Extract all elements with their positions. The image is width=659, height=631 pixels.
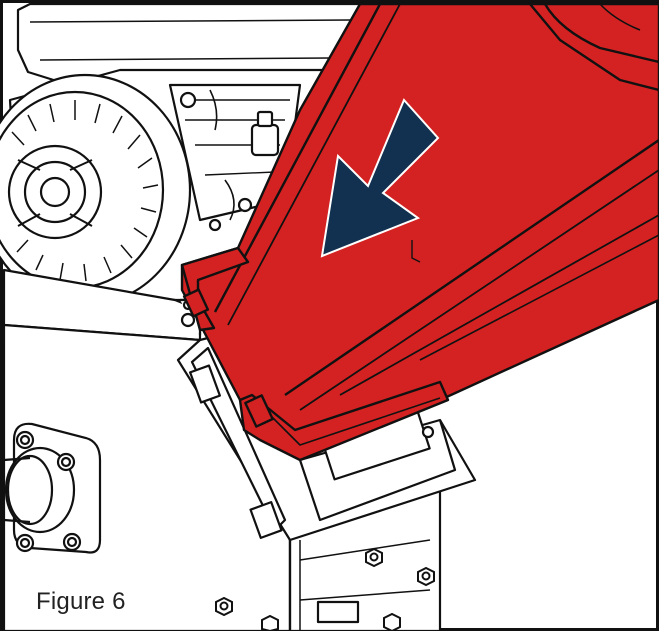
bolt-2	[418, 568, 434, 585]
bolt-3	[216, 598, 232, 615]
bolt-1	[366, 549, 382, 566]
bolt-5	[384, 614, 400, 631]
bearing-flange	[4, 424, 100, 553]
figure-caption: Figure 6	[36, 588, 126, 616]
bolt-4	[262, 616, 278, 631]
